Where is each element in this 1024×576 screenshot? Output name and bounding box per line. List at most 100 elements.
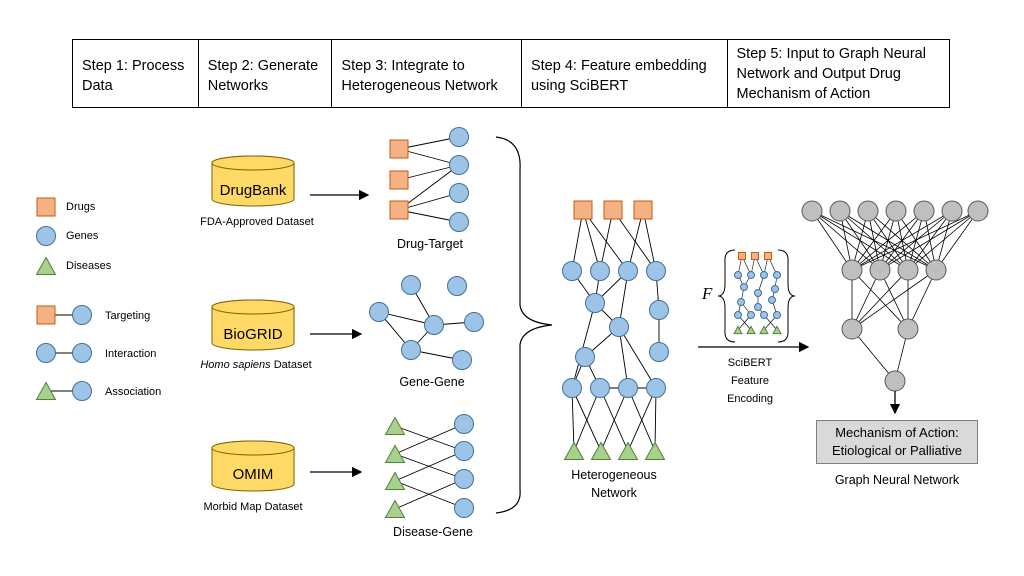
hetero-edge <box>571 387 575 452</box>
gnn-node <box>897 318 919 340</box>
gnn-edge <box>907 210 979 271</box>
disease-gene-gene-node <box>454 469 474 489</box>
drug-target-gene-node <box>449 212 469 232</box>
drugbank-database-icon-top <box>211 155 295 171</box>
gnn-edge <box>851 210 979 271</box>
disease-gene-edge <box>394 480 465 509</box>
step-5-cell: Step 5: Input to Graph Neural Network an… <box>736 46 926 102</box>
gnn-node <box>913 200 935 222</box>
biogrid-db-name: BioGRID <box>223 326 283 343</box>
gnn-node <box>941 200 963 222</box>
gnn-edge <box>907 210 953 271</box>
scibert-mini-gene-node <box>754 303 762 311</box>
step-1-cell: Step 1: Process Data <box>73 40 199 107</box>
scibert-mini-gene-node <box>740 283 748 291</box>
drug-target-edge <box>398 164 460 181</box>
hetero-drug-node <box>603 200 623 220</box>
disease-gene-edge <box>394 425 465 452</box>
disease-gene-disease-node <box>384 444 406 464</box>
gnn-node <box>897 259 919 281</box>
hetero-gene-node <box>562 378 582 398</box>
hetero-drug-node <box>633 200 653 220</box>
scibert-mini-gene-node <box>747 271 755 279</box>
disease-gene-gene-node <box>454 498 474 518</box>
mechanism-of-action-box: Mechanism of Action: Etiological or Pall… <box>816 420 978 464</box>
drug-target-gene-node <box>449 183 469 203</box>
drugbank-db-name: DrugBank <box>219 182 287 199</box>
hetero-edge <box>618 326 657 389</box>
disease-gene-edge <box>394 478 465 510</box>
drug-target-drug-node <box>389 139 409 159</box>
biogrid-caption-suffix: Dataset <box>270 359 312 371</box>
hetero-gene-node <box>609 317 629 337</box>
hetero-edge <box>618 326 629 389</box>
legend-interaction-circle-a <box>36 343 56 363</box>
hetero-edge <box>582 209 601 272</box>
hetero-disease-node <box>590 441 612 461</box>
hetero-gene-node <box>562 261 582 281</box>
disease-gene-disease-node <box>384 499 406 519</box>
legend-drug-square <box>36 197 56 217</box>
scibert-mini-gene-node <box>768 296 776 304</box>
drug-target-edge <box>398 136 460 150</box>
gnn-edge <box>851 328 896 382</box>
merge-brace <box>495 136 553 514</box>
hetero-disease-node <box>563 441 585 461</box>
hetero-gene-node <box>649 300 669 320</box>
drug-target-edge <box>398 148 460 166</box>
disease-gene-edge <box>394 423 465 455</box>
hetero-gene-node <box>646 378 666 398</box>
hetero-gene-node <box>590 261 610 281</box>
legend-association-triangle <box>35 381 57 401</box>
legend-disease-triangle <box>35 256 57 276</box>
drug-target-label: Drug-Target <box>397 237 463 251</box>
scibert-mini-gene-node <box>737 298 745 306</box>
scibert-mini-gene-node <box>760 311 768 319</box>
scibert-mini-gene-node <box>773 271 781 279</box>
biogrid-caption: Homo sapiens Dataset <box>200 359 311 371</box>
node-layer <box>35 127 989 519</box>
disease-gene-edge <box>394 450 465 482</box>
hetero-edge <box>599 209 614 272</box>
gnn-node <box>925 259 947 281</box>
step-4-cell: Step 4: Feature embedding using SciBERT <box>522 40 728 107</box>
gnn-label: Graph Neural Network <box>834 473 960 487</box>
legend-diseases-label: Diseases <box>66 260 112 272</box>
hetero-gene-node <box>590 378 610 398</box>
omim-caption: Morbid Map Dataset <box>203 501 303 513</box>
scibert-mini-gene-node <box>734 311 742 319</box>
legend-targeting-circle <box>72 305 92 325</box>
gnn-edge <box>935 210 979 271</box>
hetero-gene-node <box>649 342 669 362</box>
gnn-edge <box>851 210 897 271</box>
gnn-edge <box>851 210 953 271</box>
drug-target-gene-node <box>449 155 469 175</box>
scibert-mini-gene-node <box>754 289 762 297</box>
scibert-mini-gene-node <box>773 311 781 319</box>
drug-target-drug-node <box>389 200 409 220</box>
hetero-drug-node <box>573 200 593 220</box>
step-3-cell: Step 3: Integrate to Heterogeneous Netwo… <box>332 40 522 107</box>
hetero-edge <box>571 387 602 452</box>
gnn-node <box>967 200 989 222</box>
scibert-mini-disease-node <box>746 325 756 335</box>
step-2-cell: Step 2: Generate Networks <box>199 40 333 107</box>
drug-target-gene-node <box>449 127 469 147</box>
scibert-label-1: SciBERT <box>727 357 773 369</box>
moa-subtitle: Etiological or Palliative <box>831 443 963 458</box>
hetero-disease-node <box>644 441 666 461</box>
gnn-edge <box>851 269 909 330</box>
scibert-mini-gene-node <box>747 311 755 319</box>
gene-gene-label: Gene-Gene <box>399 375 465 389</box>
function-symbol: F <box>702 284 713 303</box>
scibert-mini-gene-node <box>734 271 742 279</box>
hetero-edge <box>571 302 596 389</box>
hetero-gene-node <box>618 378 638 398</box>
legend-association-label: Association <box>105 386 162 398</box>
legend-targeting-square <box>36 305 56 325</box>
hetero-edge <box>612 209 657 272</box>
hetero-gene-node <box>585 293 605 313</box>
scibert-mini-drug-node <box>764 252 772 260</box>
moa-title: Mechanism of Action: <box>835 425 959 440</box>
scibert-mini-gene-node <box>760 271 768 279</box>
